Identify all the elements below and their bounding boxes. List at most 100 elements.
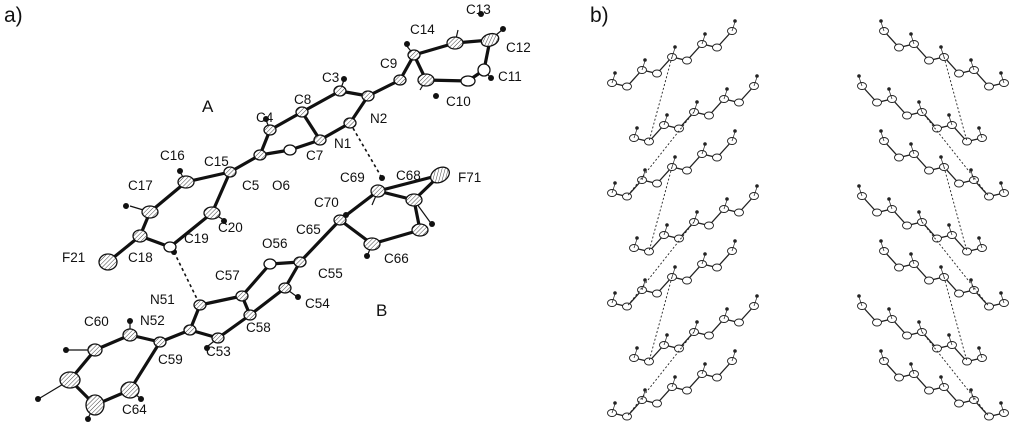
packing-atom — [652, 69, 662, 78]
packing-hydrogen-bond — [648, 166, 673, 252]
packing-h-atom — [879, 349, 883, 353]
packing-atom — [924, 56, 934, 65]
packing-atom — [704, 331, 714, 340]
atom-label: C65 — [296, 222, 321, 237]
packing-h-atom — [887, 87, 891, 91]
packing-h-atom — [665, 223, 669, 227]
packing-h-bond — [948, 335, 953, 346]
packing-atom — [682, 386, 692, 395]
panel-a-label: a) — [4, 4, 23, 27]
atom-label: C18 — [128, 250, 153, 265]
packing-h-atom — [977, 346, 981, 350]
packing-h-bond — [1000, 73, 1005, 84]
packing-atom — [902, 331, 912, 340]
packing-atom — [894, 43, 904, 52]
packing-atom — [712, 153, 722, 162]
packing-h-bond — [888, 309, 893, 320]
packing-atom — [984, 412, 994, 421]
packing-h-atom — [879, 239, 883, 243]
packing-h-bond — [978, 348, 983, 359]
packing-atom — [674, 344, 684, 353]
packing-h-atom — [887, 307, 891, 311]
packing-h-atom — [969, 278, 973, 282]
molecule-label-a: A — [202, 97, 214, 116]
packing-atom — [962, 357, 972, 366]
packing-hydrogen-bond — [648, 56, 673, 142]
packing-atom — [652, 399, 662, 408]
packing-h-bond — [693, 102, 698, 113]
packing-h-bond — [880, 21, 885, 32]
atom-label: F71 — [458, 170, 481, 185]
atom-label: C8 — [294, 92, 311, 107]
packing-h-bond — [663, 335, 668, 346]
packing-atom — [924, 386, 934, 395]
packing-h-bond — [663, 225, 668, 236]
packing-h-atom — [909, 252, 913, 256]
packing-h-bond — [701, 144, 706, 155]
packing-h-bond — [701, 254, 706, 265]
packing-h-atom — [703, 362, 707, 366]
packing-h-bond — [633, 348, 638, 359]
packing-h-atom — [999, 71, 1003, 75]
packing-h-bond — [910, 144, 915, 155]
packing-h-bond — [641, 60, 646, 71]
molecule-b-bonds — [67, 173, 442, 407]
packing-h-atom — [613, 291, 617, 295]
packing-h-bond — [910, 34, 915, 45]
packing-h-atom — [917, 210, 921, 214]
packing-h-atom — [733, 129, 737, 133]
packing-h-bond — [753, 296, 758, 307]
atom-label: C68 — [396, 168, 421, 183]
packing-atom — [644, 357, 654, 366]
packing-atom — [984, 302, 994, 311]
atom-ellipsoids — [59, 32, 500, 416]
packing-atom — [894, 153, 904, 162]
packing-atom — [644, 247, 654, 256]
packing-h-atom — [999, 181, 1003, 185]
packing-h-bond — [693, 212, 698, 223]
packing-h-atom — [695, 210, 699, 214]
packing-h-atom — [703, 32, 707, 36]
packing-atom — [734, 318, 744, 327]
packing-h-atom — [999, 401, 1003, 405]
packing-hydrogen-bond — [626, 111, 695, 197]
packing-h-bond — [731, 21, 736, 32]
packing-h-bond — [880, 131, 885, 142]
packing-h-bond — [611, 293, 616, 304]
packing-hydrogen-bond — [648, 276, 673, 362]
packing-atom — [954, 179, 964, 188]
packing-h-atom — [857, 184, 861, 188]
packing-h-atom — [939, 265, 943, 269]
atom-label: C66 — [384, 251, 409, 266]
packing-h-atom — [665, 333, 669, 337]
packing-atom — [622, 412, 632, 421]
packing-h-atom — [733, 19, 737, 23]
packing-h-bond — [888, 199, 893, 210]
packing-h-atom — [879, 129, 883, 133]
packing-h-bond — [633, 128, 638, 139]
packing-hydrogen-bond — [921, 221, 990, 307]
packing-h-bond — [633, 238, 638, 249]
molecule-label-b: B — [376, 301, 387, 320]
atom-label: C64 — [122, 402, 147, 417]
packing-h-bond — [858, 186, 863, 197]
packing-atom — [644, 137, 654, 146]
packing-atom — [622, 302, 632, 311]
packing-h-atom — [939, 375, 943, 379]
packing-diagram — [607, 19, 1009, 421]
packing-h-bond — [888, 89, 893, 100]
packing-h-atom — [703, 252, 707, 256]
packing-h-atom — [857, 74, 861, 78]
panel-a: a) — [4, 2, 531, 422]
packing-h-bond — [1000, 403, 1005, 414]
packing-h-bond — [970, 60, 975, 71]
packing-atom — [872, 98, 882, 107]
packing-h-bond — [611, 73, 616, 84]
packing-h-bond — [918, 322, 923, 333]
atom-label: F21 — [62, 250, 85, 265]
packing-atom — [704, 111, 714, 120]
packing-h-bond — [671, 377, 676, 388]
packing-h-atom — [879, 19, 883, 23]
atom-label: C15 — [204, 154, 229, 169]
packing-atom — [682, 276, 692, 285]
